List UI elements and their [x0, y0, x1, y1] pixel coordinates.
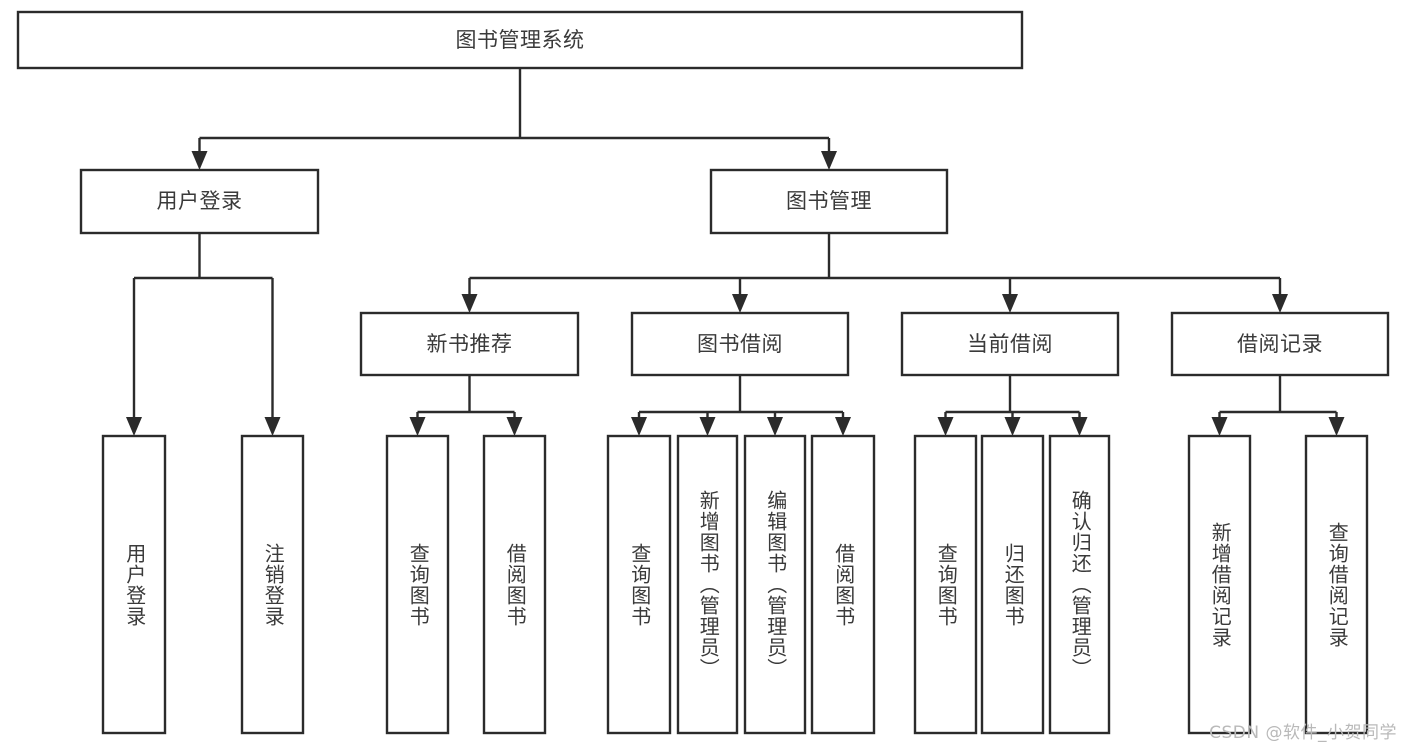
node-box-leaf-edit-book[interactable]	[743, 434, 807, 735]
arrow-head-icon	[1004, 417, 1021, 436]
node-leaf-query-book-1[interactable]	[387, 436, 448, 733]
node-leaf-user-login[interactable]	[103, 436, 165, 733]
arrow-head-icon	[126, 417, 142, 436]
node-box-leaf-query-book-1[interactable]	[385, 434, 450, 735]
node-new-book-rec[interactable]	[361, 313, 578, 375]
node-leaf-edit-book[interactable]	[745, 436, 805, 733]
node-leaf-confirm-return[interactable]	[1050, 436, 1109, 733]
arrow-head-icon	[767, 417, 783, 436]
node-box-borrow-record[interactable]	[1170, 311, 1390, 377]
arrow-head-icon	[835, 417, 851, 436]
node-box-user-login[interactable]	[79, 168, 320, 235]
node-box-leaf-query-book-3[interactable]	[913, 434, 978, 735]
node-borrow-record[interactable]	[1172, 313, 1388, 375]
arrow-head-icon	[409, 417, 426, 436]
node-leaf-borrow-book-1[interactable]	[484, 436, 545, 733]
node-box-leaf-query-book-2[interactable]	[606, 434, 672, 735]
arrow-head-icon	[1071, 417, 1088, 436]
arrow-head-icon	[821, 151, 837, 170]
node-box-leaf-add-book[interactable]	[676, 434, 739, 735]
arrow-head-icon	[506, 417, 523, 436]
node-box-new-book-rec[interactable]	[359, 311, 580, 377]
arrow-head-icon	[191, 151, 208, 170]
node-leaf-query-book-3[interactable]	[915, 436, 976, 733]
node-box-leaf-borrow-book-2[interactable]	[810, 434, 876, 735]
node-user-login[interactable]	[81, 170, 318, 233]
node-box-leaf-user-login[interactable]	[101, 434, 167, 735]
arrow-head-icon	[732, 294, 748, 313]
node-box-root[interactable]	[16, 10, 1024, 70]
arrow-head-icon	[264, 417, 281, 436]
arrow-head-icon	[937, 417, 954, 436]
arrow-head-icon	[1272, 294, 1288, 313]
node-leaf-query-book-2[interactable]	[608, 436, 670, 733]
node-book-manage[interactable]	[711, 170, 947, 233]
node-box-book-borrow[interactable]	[630, 311, 850, 377]
arrow-head-icon	[461, 294, 478, 313]
node-box-leaf-confirm-return[interactable]	[1048, 434, 1111, 735]
arrow-head-icon	[1002, 294, 1018, 313]
node-leaf-logout[interactable]	[242, 436, 303, 733]
node-leaf-borrow-book-2[interactable]	[812, 436, 874, 733]
watermark-text: CSDN @软件_小贺同学	[1209, 723, 1397, 743]
arrow-head-icon	[699, 417, 716, 436]
edges-layer	[126, 68, 1345, 436]
node-current-borrow[interactable]	[902, 313, 1118, 375]
node-leaf-return-book[interactable]	[982, 436, 1043, 733]
arrow-head-icon	[631, 417, 647, 436]
node-leaf-add-record[interactable]	[1189, 436, 1250, 733]
node-box-book-manage[interactable]	[709, 168, 949, 235]
arrow-head-icon	[1211, 417, 1228, 436]
node-leaf-add-book[interactable]	[678, 436, 737, 733]
node-root[interactable]	[18, 12, 1022, 68]
arrow-head-icon	[1328, 417, 1345, 436]
node-box-leaf-query-record[interactable]	[1304, 434, 1369, 735]
node-leaf-query-record[interactable]	[1306, 436, 1367, 733]
nodes-layer	[16, 10, 1390, 735]
node-box-leaf-borrow-book-1[interactable]	[482, 434, 547, 735]
node-box-leaf-add-record[interactable]	[1187, 434, 1252, 735]
node-box-leaf-logout[interactable]	[240, 434, 305, 735]
node-box-leaf-return-book[interactable]	[980, 434, 1045, 735]
node-book-borrow[interactable]	[632, 313, 848, 375]
node-box-current-borrow[interactable]	[900, 311, 1120, 377]
